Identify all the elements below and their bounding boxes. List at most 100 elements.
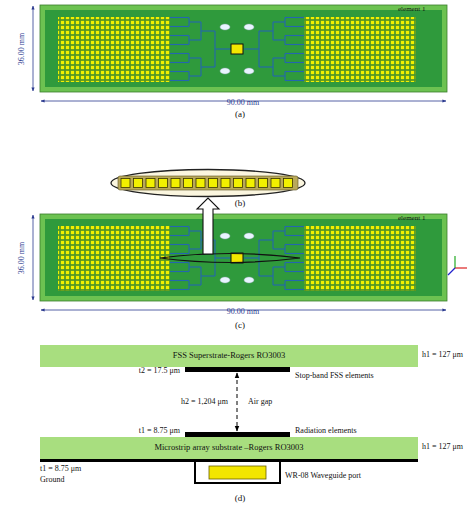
feed-line xyxy=(200,22,201,40)
feed-line xyxy=(170,271,189,272)
feed-line xyxy=(285,271,304,272)
thickness-label: h1 = 127 μm xyxy=(422,443,463,452)
feed-line xyxy=(189,75,201,76)
feed-line xyxy=(284,36,285,45)
feed-line xyxy=(170,280,189,281)
feed-line xyxy=(258,240,259,276)
feed-line xyxy=(284,245,285,254)
board-frame xyxy=(40,5,447,92)
feed-line xyxy=(201,66,215,67)
feed-line xyxy=(215,48,230,49)
antenna-panels xyxy=(33,5,447,310)
feed-line xyxy=(272,22,273,40)
zoom-outline xyxy=(160,254,300,263)
feed-line xyxy=(273,248,285,249)
feed-line xyxy=(170,35,189,36)
feed-line xyxy=(285,53,304,54)
feed-line xyxy=(170,44,189,45)
feed-line xyxy=(200,58,201,76)
patch-element xyxy=(234,179,243,188)
feed-line xyxy=(285,26,304,27)
gap-name: Air gap xyxy=(248,398,272,407)
feed-line xyxy=(284,54,285,63)
patch-element xyxy=(246,179,255,188)
dimension-text: 90.00 mm xyxy=(227,308,259,317)
feed-line xyxy=(285,226,304,227)
mounting-hole xyxy=(244,24,254,30)
feed-line xyxy=(215,257,230,258)
feed-line xyxy=(285,253,304,254)
feed-line xyxy=(244,257,259,258)
feed-port xyxy=(231,44,243,54)
mounting-hole xyxy=(220,277,230,283)
axis-arrow xyxy=(455,267,467,268)
element-row xyxy=(121,179,293,188)
layer-label: Microstrip array substrate –Rogers RO300… xyxy=(154,443,303,452)
panel-caption: (a) xyxy=(235,110,245,120)
thickness-label: t1 = 8.75 μm xyxy=(139,427,180,436)
axis-arrow xyxy=(454,256,455,268)
dimension-line xyxy=(33,6,34,91)
layer-name: Radiation elements xyxy=(295,427,357,436)
thickness-label: t1 = 8.75 μm xyxy=(40,465,81,474)
patch-element xyxy=(284,179,293,188)
feed-line xyxy=(188,245,189,254)
feed-line xyxy=(201,30,215,31)
feed-line xyxy=(189,21,201,22)
zoom-arrow xyxy=(197,198,219,254)
mounting-hole xyxy=(244,277,254,283)
patch-element xyxy=(121,179,130,188)
panel-caption: (c) xyxy=(235,321,245,331)
gap-label: h2 = 1,204 μm xyxy=(181,398,228,407)
layer-name: Ground xyxy=(40,476,64,485)
feed-line xyxy=(284,263,285,272)
feed-line xyxy=(284,281,285,290)
feed-line xyxy=(272,267,273,285)
board-substrate xyxy=(45,219,442,296)
feed-line xyxy=(272,231,273,249)
panel-caption: (b) xyxy=(235,199,246,209)
feed-line xyxy=(170,226,189,227)
mounting-hole xyxy=(220,68,230,74)
panel-caption: (d) xyxy=(235,494,246,504)
feed-line xyxy=(188,281,189,290)
feed-line xyxy=(285,17,304,18)
feed-line xyxy=(170,253,189,254)
patch-element xyxy=(146,179,155,188)
feed-line xyxy=(285,35,304,36)
feed-line xyxy=(259,66,273,67)
thickness-label: t2 = 17.5 μm xyxy=(139,367,180,376)
feed-line xyxy=(244,48,259,49)
feed-line xyxy=(259,275,273,276)
feed-line xyxy=(273,266,285,267)
zoom-ellipse xyxy=(111,170,305,197)
board-frame xyxy=(40,214,447,301)
feed-line xyxy=(189,57,201,58)
layer-label: FSS Superstrate-Rogers RO3003 xyxy=(173,351,285,360)
feed-line xyxy=(259,30,273,31)
axis-arrow xyxy=(448,268,455,275)
element-label: element 1 xyxy=(398,215,425,223)
antenna-panel xyxy=(33,198,447,310)
feed-line xyxy=(285,71,304,72)
mounting-hole xyxy=(244,233,254,239)
feed-line xyxy=(285,280,304,281)
layer-band: FSS Superstrate-Rogers RO3003 xyxy=(40,345,418,367)
element-strip xyxy=(118,176,298,190)
patch-element xyxy=(209,179,218,188)
thickness-label: h1 = 127 μm xyxy=(422,351,463,360)
board-substrate xyxy=(45,10,442,87)
feed-port xyxy=(231,253,243,263)
feed-line xyxy=(188,72,189,81)
feed-line xyxy=(170,26,189,27)
feed-line xyxy=(170,244,189,245)
element-array xyxy=(58,226,170,291)
feed-line xyxy=(170,62,189,63)
patch-element xyxy=(171,179,180,188)
dimension-text: 36.00 mm xyxy=(18,33,27,65)
cross-section xyxy=(40,367,418,483)
port-label: WR-08 Waveguide port xyxy=(285,472,361,481)
dimension-text: 36.00 mm xyxy=(18,242,27,274)
element-array xyxy=(304,17,416,82)
